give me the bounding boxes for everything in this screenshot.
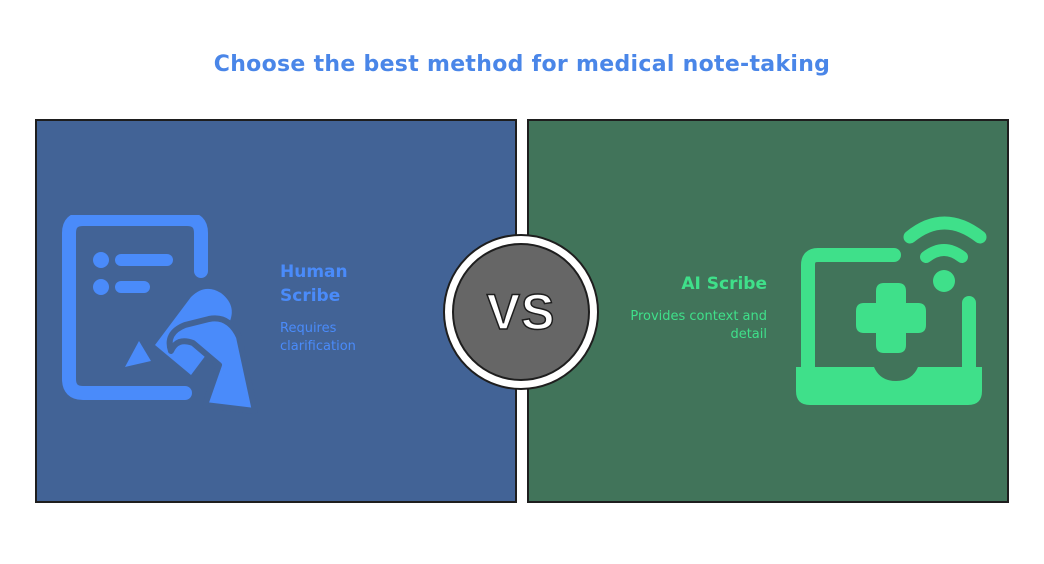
laptop-medical-wifi-icon [794,215,994,415]
ai-scribe-subtitle: Provides context and detail [630,309,767,342]
vs-badge: VS [443,234,599,390]
vs-badge-inner: VS [452,243,590,381]
document-pen-icon [59,215,259,415]
human-scribe-panel: Human Scribe Requires clarification [35,119,517,503]
page-title: Choose the best method for medical note-… [213,52,831,77]
vs-text: VS [486,283,556,341]
ai-scribe-title: AI Scribe [681,274,767,294]
human-scribe-title: Human Scribe [280,262,348,306]
ai-scribe-panel: AI Scribe Provides context and detail [527,119,1009,503]
human-scribe-subtitle: Requires clarification [280,321,356,354]
